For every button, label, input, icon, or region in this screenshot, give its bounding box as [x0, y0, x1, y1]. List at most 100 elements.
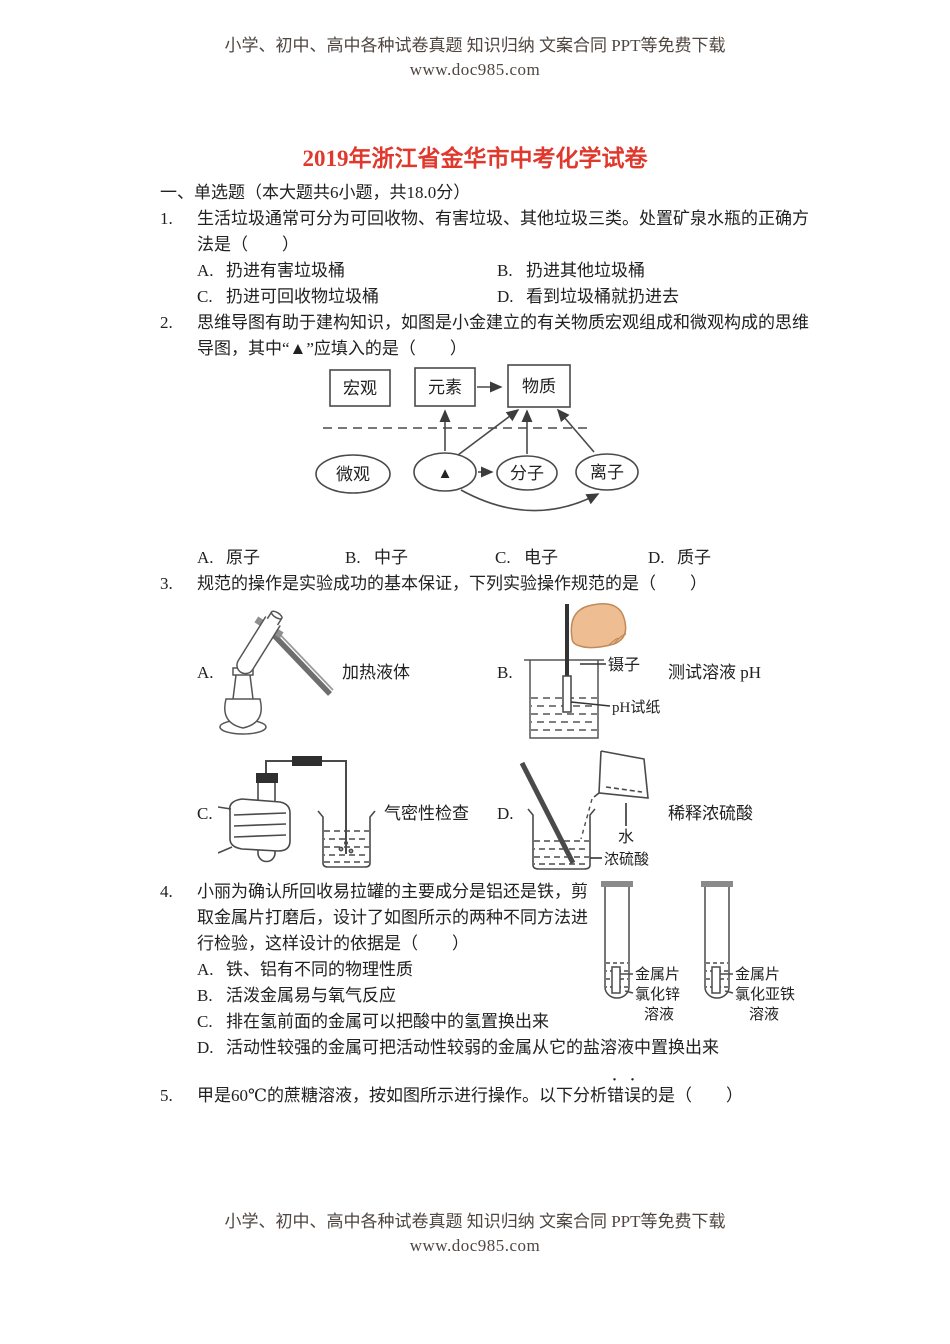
beaker [524, 659, 604, 739]
diagram-labels: 宏观 元素 物质 微观 ▲ 分子 离子 [336, 377, 624, 484]
question-number: 3. [160, 574, 173, 593]
footer-tagline: 小学、初中、高中各种试卷真题 知识归纳 文案合同 PPT等免费下载 [224, 1212, 726, 1231]
glass-rod [519, 761, 576, 865]
question-2: 2. 思维导图有助于建构知识，如图是小金建立的有关物质宏观组成和微观构成的思维导… [160, 310, 812, 571]
pouring-cup [593, 750, 649, 799]
q2-options: A.原子 B. 中子 C. 电子 D. 质子 [197, 545, 812, 571]
option-b: B. 中子 [345, 545, 495, 571]
figure-d: D. [497, 749, 753, 879]
option-a: A. 扔进有害垃圾桶 [197, 258, 497, 284]
ph-paper-strip [562, 675, 572, 713]
question-text: 小丽为确认所回收易拉罐的主要成分是铝还是铁，剪取金属片打磨后，设计了如图所示的两… [197, 882, 588, 953]
question-number: 1. [160, 209, 173, 228]
option-d: D.看到垃圾桶就扔进去 [497, 284, 797, 310]
question-text: 生活垃圾通常可分为可回收物、有害垃圾、其他垃圾三类。处置矿泉水瓶的正确方法是（ … [197, 209, 809, 254]
ion-ellipse [575, 453, 639, 491]
tube1-solution-label: 溶液 [644, 1006, 674, 1023]
header-url[interactable]: www.doc985.com [409, 60, 541, 79]
option-text: 质子 [677, 548, 711, 567]
diagram-shapes [315, 364, 639, 512]
option-text: 电子 [524, 548, 558, 567]
exam-content: 一、单选题（本大题共6小题，共18.0分） 1. 生活垃圾通常可分为可回收物、有… [160, 180, 812, 1109]
option-c: C.排在氢前面的金属可以把酸中的氢置换出来 [197, 1009, 812, 1035]
emphasized-text: ··错误 [607, 1072, 649, 1106]
alcohol-lamp [219, 659, 267, 735]
ion-label: 离子 [590, 463, 624, 482]
substance-label: 物质 [522, 377, 556, 396]
molecule-label: 分子 [510, 464, 544, 483]
tilted-test-tube [236, 610, 284, 675]
question-text: 的是（ ） [641, 1086, 744, 1105]
question-body: 规范的操作是实验成功的基本保证，下列实验操作规范的是（ ） A. [197, 571, 812, 879]
q3-figure-row-2: C. [197, 749, 812, 879]
tube2-metal-label: 金属片 [735, 966, 780, 983]
question-body: 思维导图有助于建构知识，如图是小金建立的有关物质宏观组成和微观构成的思维导图，其… [197, 310, 812, 571]
figure-a: A. [197, 599, 497, 747]
ph-paper-label: pH试纸 [612, 699, 660, 716]
bubbles [338, 841, 354, 854]
option-label: D. [497, 287, 514, 306]
option-c: C. 电子 [495, 545, 648, 571]
gripping-hand [218, 798, 291, 854]
question-number: 4. [160, 882, 173, 901]
figure-label: D. [497, 804, 514, 823]
tube1-metal-label: 金属片 [635, 966, 680, 983]
option-label: B. [345, 548, 361, 567]
option-label: C. [197, 1012, 213, 1031]
tube1-solution-name-label: 氯化锌 [635, 986, 680, 1003]
option-text: 铁、铝有不同的物理性质 [226, 960, 413, 979]
footer-url[interactable]: www.doc985.com [409, 1236, 541, 1255]
option-b: B.活泼金属易与氧气反应 [197, 983, 812, 1009]
option-label: A. [197, 261, 214, 280]
micro-label: 微观 [336, 465, 370, 484]
option-text: 活泼金属易与氧气反应 [226, 986, 396, 1005]
figure-caption: 气密性检查 [384, 804, 469, 823]
diagram-arrows [439, 408, 600, 512]
option-text: 活动性较强的金属可把活动性较弱的金属从它的盐溶液中置换出来 [226, 1038, 719, 1057]
airtightness-illustration [218, 756, 376, 868]
beaker [317, 810, 376, 868]
figure-b: B. [497, 598, 761, 748]
option-label: B. [497, 261, 513, 280]
macro-label: 宏观 [343, 379, 377, 398]
water-liquid [324, 830, 369, 863]
option-b: B. 扔进其他垃圾桶 [497, 258, 797, 284]
question-5: 5. 甲是60℃的蔗糖溶液，按如图所示进行操作。以下分析··错误的是（ ） [160, 1072, 812, 1109]
exam-title: 2019年浙江省金华市中考化学试卷 [302, 146, 648, 171]
figure-c: C. [197, 749, 497, 879]
option-a: A.原子 [197, 545, 345, 571]
tube2-solution-name-label: 氯化亚铁 [735, 986, 795, 1003]
stopper [256, 773, 278, 783]
metal-strip [711, 966, 721, 994]
option-label: D. [197, 1038, 214, 1057]
question-text: 思维导图有助于建构知识，如图是小金建立的有关物质宏观组成和微观构成的思维导图，其… [197, 313, 809, 358]
figure-label: A. [197, 663, 214, 682]
figure-caption: 测试溶液 pH [668, 663, 762, 682]
heating-liquid-illustration [219, 610, 334, 735]
beaker [527, 808, 596, 870]
element-box [414, 367, 476, 407]
tube2-solution-label: 溶液 [749, 1006, 779, 1023]
option-label: D. [648, 548, 665, 567]
option-c: C.扔进可回收物垃圾桶 [197, 284, 497, 310]
question-body: 生活垃圾通常可分为可回收物、有害垃圾、其他垃圾三类。处置矿泉水瓶的正确方法是（ … [197, 206, 812, 310]
emphasis-dots: ·· [612, 1072, 649, 1088]
acid-liquid [534, 840, 589, 865]
test-tubes-figure: 金属片 氯化锌 溶液 金属片 氯化亚铁 溶液 [601, 881, 795, 1023]
hand [570, 603, 627, 649]
substance-box [507, 364, 571, 408]
option-text: 扔进有害垃圾桶 [226, 261, 345, 280]
site-header: 小学、初中、高中各种试卷真题 知识归纳 文案合同 PPT等免费下载 www.do… [0, 34, 950, 82]
figure-label: C. [197, 804, 213, 823]
option-text: 扔进其他垃圾桶 [526, 261, 645, 280]
acid-label: 浓硫酸 [604, 851, 649, 868]
option-text: 中子 [374, 548, 408, 567]
option-label: C. [495, 548, 511, 567]
header-tagline: 小学、初中、高中各种试卷真题 知识归纳 文案合同 PPT等免费下载 [224, 36, 726, 55]
molecule-ellipse [496, 455, 558, 491]
pour-stream [580, 798, 593, 840]
concept-map-diagram: 宏观 元素 物质 微观 ▲ 分子 离子 [315, 364, 639, 512]
option-label: C. [197, 287, 213, 306]
element-label: 元素 [428, 378, 462, 397]
